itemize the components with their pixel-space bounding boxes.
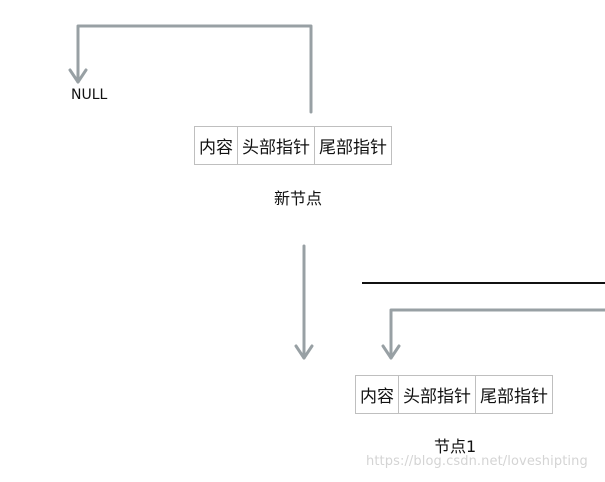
node1-table: 内容 头部指针 尾部指针 <box>355 375 553 414</box>
node1-head-pointer-field: 头部指针 <box>398 375 476 414</box>
new-node-label: 新节点 <box>274 189 323 208</box>
new-node-content-field: 内容 <box>194 126 238 165</box>
to-node1-arrow <box>389 308 605 360</box>
new-node-to-null-arrowhead <box>68 68 88 84</box>
watermark: https://blog.csdn.net/loveshipting <box>366 454 588 469</box>
new-node-tail-pointer-field: 尾部指针 <box>314 126 392 165</box>
node1-label: 节点1 <box>434 437 477 456</box>
node1-tail-pointer-field: 尾部指针 <box>475 375 553 414</box>
to-node1-arrowhead <box>381 344 401 360</box>
new-node-head-pointer-field: 头部指针 <box>237 126 315 165</box>
node1-content-field: 内容 <box>355 375 399 414</box>
new-node-table: 内容 头部指针 尾部指针 <box>194 126 392 165</box>
insert-down-arrowhead <box>294 344 314 360</box>
new-node-to-null-arrow <box>76 24 313 114</box>
null-label: NULL <box>71 87 108 103</box>
